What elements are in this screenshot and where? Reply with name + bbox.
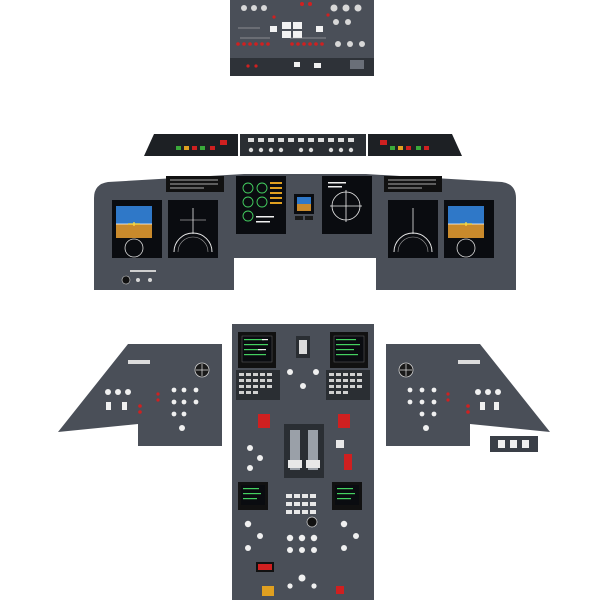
copilot-pfd [444,200,494,258]
auxiliary-switch-panel [490,436,538,452]
captain-mfd [168,200,218,258]
copilot-hsi [388,200,438,258]
captain-pfd [112,200,162,258]
eicas-display [236,176,286,234]
overhead-panel [230,0,374,76]
glareshield-panel [140,130,466,158]
standby-attitude [294,194,314,220]
center-pedestal [232,324,374,600]
left-radio-display [238,482,268,510]
right-cdu [330,332,368,368]
right-side-console [384,344,552,448]
left-side-console [58,344,224,448]
copilot-mfd [322,176,372,234]
left-cdu [238,332,276,368]
right-radio-display [332,482,362,510]
main-instrument-panel [94,160,516,292]
throttle-quadrant [284,424,324,478]
